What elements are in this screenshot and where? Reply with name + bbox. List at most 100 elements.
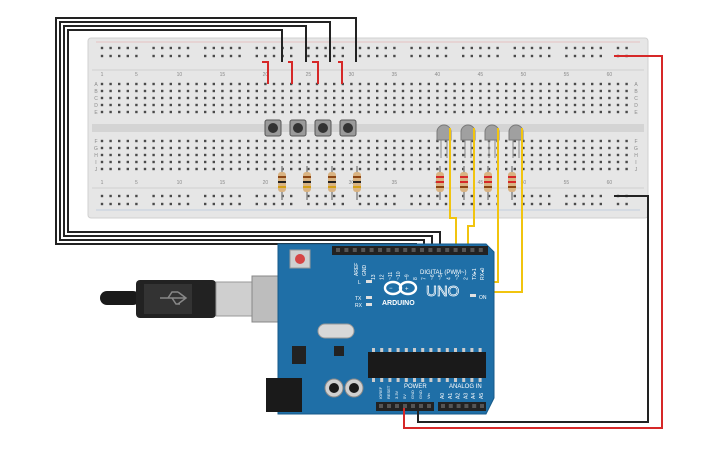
breadboard-hole [126,153,129,157]
reset-button-cap [295,254,305,264]
column-label: 50 [521,72,527,78]
breadboard-hole [522,167,525,171]
breadboard-hole [376,139,379,143]
led-tx [366,296,372,299]
breadboard-hole [333,167,336,171]
breadboard-hole [573,110,577,114]
rx-label: RX [355,303,363,309]
breadboard-hole [530,110,534,114]
breadboard-hole [350,110,353,114]
breadboard-hole [333,96,336,100]
breadboard-hole [556,96,559,100]
button-resistors [278,166,361,200]
breadboard-hole [616,82,620,86]
rail-hole [169,54,172,58]
breadboard-hole [599,139,602,143]
breadboard-hole [350,153,353,157]
breadboard-hole [221,153,224,157]
analog-pin-label: A5 [479,393,485,399]
rail-hole [255,46,258,50]
rail-hole [126,54,129,58]
breadboard-hole [513,110,516,114]
breadboard-hole [470,153,473,157]
power-pin-label: RESET [386,385,391,399]
rail-hole [229,202,233,206]
breadboard-hole [161,153,164,157]
breadboard-hole [419,146,422,150]
breadboard-hole [496,82,499,86]
rail-hole [100,202,104,206]
rail-hole [530,202,534,206]
usb-cable [100,275,301,323]
breadboard-hole [401,82,405,86]
rail-hole [126,202,129,206]
resistor-b2 [303,166,311,200]
rail-hole [290,202,293,206]
breadboard-hole [419,153,422,157]
breadboard-hole [126,82,129,86]
breadboard-hole [272,167,276,171]
breadboard-hole [152,82,155,86]
breadboard-hole [410,153,413,157]
chip-pin [470,348,474,352]
breadboard-hole [625,139,628,143]
digital-pin-label: 7 [421,277,427,280]
rail-hole [522,194,525,198]
breadboard-hole [401,146,405,150]
breadboard-hole [548,139,551,143]
breadboard-hole [126,160,129,164]
wire-red-2 [288,61,293,84]
breadboard-hole [264,89,267,93]
row-label: D [94,103,98,109]
breadboard-hole [290,110,293,114]
breadboard-hole [204,96,207,100]
breadboard-hole [410,96,413,100]
chip-pin [396,348,400,352]
breadboard-hole [341,139,344,143]
rail-hole [221,54,224,58]
breadboard-hole [290,89,293,93]
breadboard-hole [152,146,155,150]
chip-pin [413,348,416,352]
breadboard-hole [324,153,327,157]
wire-button-2 [63,25,433,250]
breadboard-hole [126,96,129,100]
rail-hole [315,202,319,206]
breadboard-hole [419,96,422,100]
breadboard-hole [143,160,147,164]
rail-hole [513,194,516,198]
breadboard-hole [625,96,628,100]
rail-hole [427,194,430,198]
breadboard-hole [444,82,448,86]
breadboard-hole [393,160,396,164]
rail-hole [178,46,181,50]
digital-pin-label: 4 [447,277,453,280]
rail-hole [118,46,121,50]
rail-hole [186,202,190,206]
rail-hole [212,46,215,50]
breadboard-hole [444,167,448,171]
rail-hole [315,46,319,50]
breadboard-hole [109,167,112,171]
rail-hole [436,194,439,198]
breadboard-hole [384,153,387,157]
breadboard-hole [298,96,301,100]
breadboard-hole [212,146,215,150]
rail-hole [229,194,233,198]
breadboard-hole [264,153,267,157]
breadboard-hole [513,167,516,171]
rail-hole [126,194,129,198]
breadboard-hole [556,160,559,164]
rail-hole [582,54,585,58]
breadboard-hole [410,139,413,143]
chip-pin [437,378,441,382]
header-pin [411,404,415,408]
breadboard-hole [152,96,155,100]
breadboard-hole [350,103,353,107]
rail-hole [419,46,422,50]
breadboard-hole [315,146,319,150]
breadboard-hole [315,96,319,100]
breadboard-hole [178,110,181,114]
breadboard-hole [272,103,276,107]
